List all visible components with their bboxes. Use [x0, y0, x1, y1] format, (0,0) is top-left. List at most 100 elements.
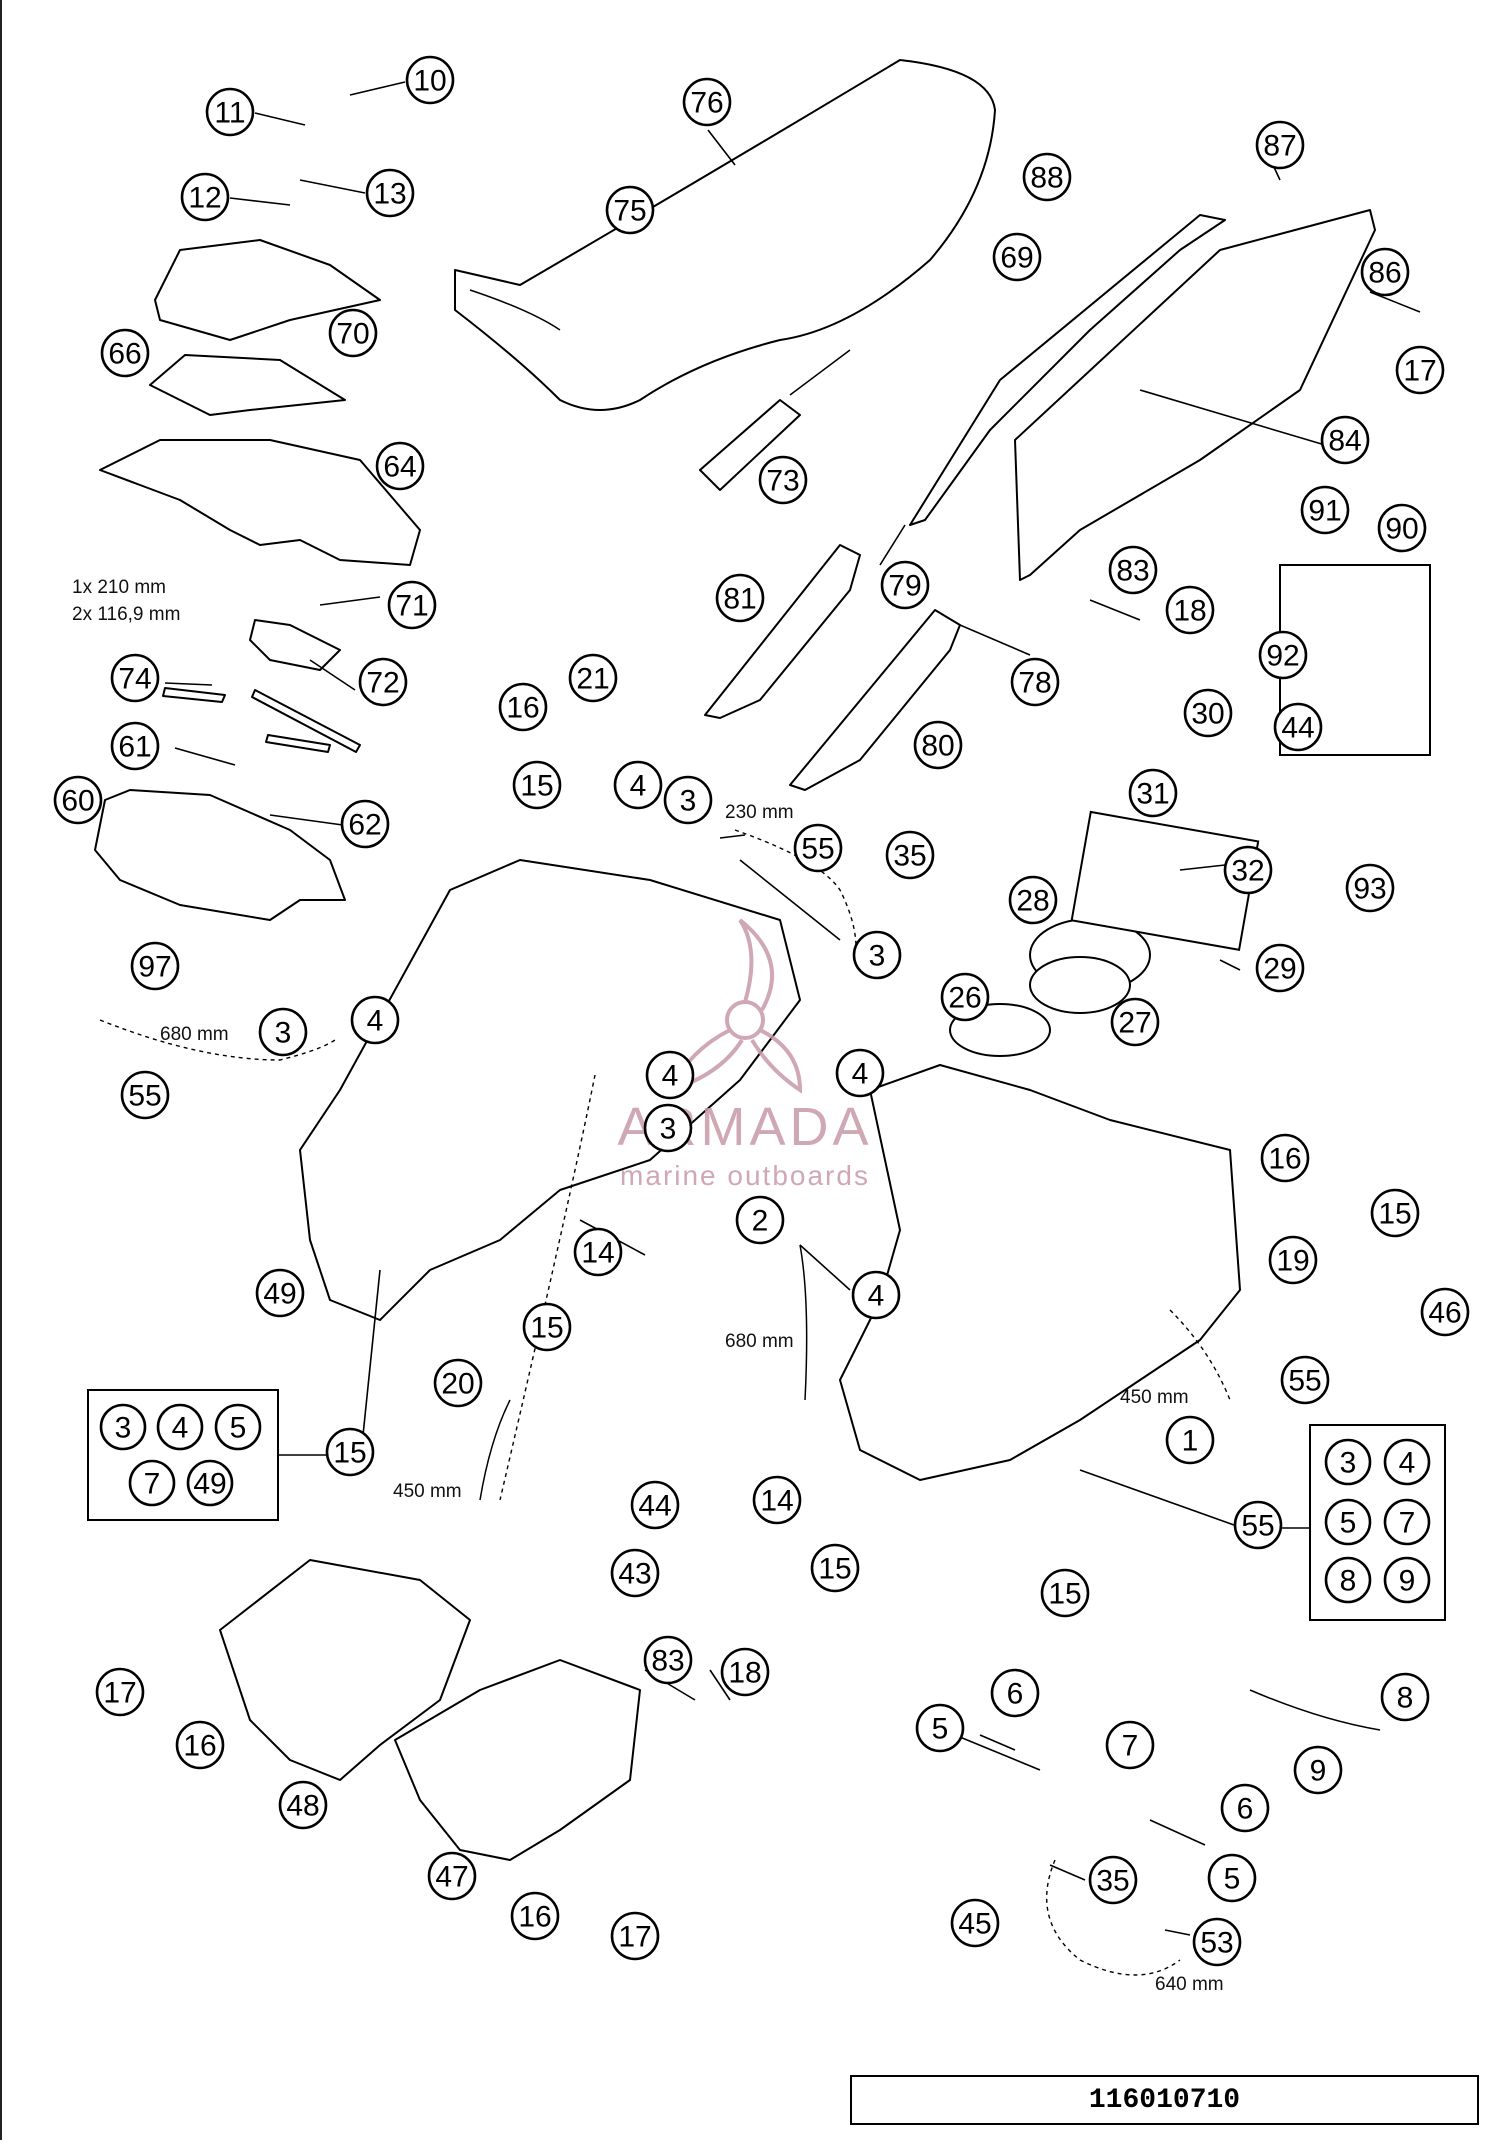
- callout-55: 55: [120, 1070, 170, 1120]
- callout-14: 14: [573, 1227, 623, 1277]
- callout-55: 55: [1233, 1500, 1283, 1550]
- callout-label: 14: [581, 1237, 614, 1270]
- callout-label: 83: [1116, 555, 1149, 588]
- callout-70: 70: [328, 308, 378, 358]
- callout-16: 16: [498, 682, 548, 732]
- callout-92: 92: [1258, 630, 1308, 680]
- callout-label: 61: [118, 731, 151, 764]
- callout-label: 18: [728, 1657, 761, 1690]
- gasket: [149, 354, 346, 416]
- callout-label: 86: [1368, 257, 1401, 290]
- seat-latch: [699, 399, 801, 491]
- callout-35: 35: [1088, 1855, 1138, 1905]
- callout-label: 49: [263, 1278, 296, 1311]
- callout-label: 72: [366, 667, 399, 700]
- callout-48: 48: [278, 1780, 328, 1830]
- callout-47: 47: [427, 1851, 477, 1901]
- svg-text:4: 4: [1399, 1447, 1416, 1480]
- kit-2-callout-7: 7: [128, 1459, 176, 1507]
- callout-label: 35: [1096, 1865, 1129, 1898]
- callout-label: 29: [1263, 953, 1296, 986]
- left-frame-border: [0, 0, 2, 2140]
- callout-label: 60: [61, 785, 94, 818]
- callout-44: 44: [1273, 702, 1323, 752]
- svg-text:7: 7: [144, 1468, 161, 1501]
- callout-label: 93: [1353, 873, 1386, 906]
- callout-3: 3: [643, 1103, 693, 1153]
- callout-15: 15: [1370, 1188, 1420, 1238]
- callout-label: 66: [108, 338, 141, 371]
- callout-label: 3: [275, 1017, 292, 1050]
- callout-label: 71: [395, 590, 428, 623]
- callout-label: 20: [441, 1368, 474, 1401]
- callout-label: 1: [1182, 1425, 1199, 1458]
- callout-label: 15: [520, 770, 553, 803]
- svg-text:9: 9: [1399, 1565, 1416, 1598]
- fuel-tank-left: [299, 859, 801, 1321]
- callout-13: 13: [365, 168, 415, 218]
- callout-79: 79: [880, 560, 930, 610]
- bracket: [249, 619, 341, 671]
- svg-text:3: 3: [1340, 1447, 1357, 1480]
- callout-label: 55: [1241, 1510, 1274, 1543]
- svg-text:49: 49: [193, 1468, 226, 1501]
- callout-83: 83: [1108, 545, 1158, 595]
- callout-label: 4: [630, 770, 647, 803]
- dimension-230: 230 mm: [725, 802, 794, 823]
- callout-label: 3: [680, 785, 697, 818]
- callout-73: 73: [758, 455, 808, 505]
- callout-71: 71: [387, 580, 437, 630]
- side-panel-right: [1014, 209, 1376, 581]
- callout-2: 2: [735, 1195, 785, 1245]
- callout-6: 6: [1220, 1783, 1270, 1833]
- callout-label: 31: [1136, 778, 1169, 811]
- dimension-450-right: 450 mm: [1120, 1387, 1189, 1408]
- callout-label: 45: [958, 1908, 991, 1941]
- dimension-680-left: 680 mm: [160, 1024, 229, 1045]
- callout-label: 47: [435, 1861, 468, 1894]
- svg-text:7: 7: [1399, 1507, 1416, 1540]
- callout-label: 88: [1030, 162, 1063, 195]
- callout-label: 9: [1310, 1755, 1327, 1788]
- callout-label: 15: [1048, 1578, 1081, 1611]
- callout-3: 3: [663, 775, 713, 825]
- callout-label: 2: [752, 1205, 769, 1238]
- callout-label: 91: [1308, 495, 1341, 528]
- drawing-number-text: 116010710: [1088, 2084, 1241, 2116]
- leader-lines: [164, 81, 1421, 1936]
- callout-label: 70: [336, 318, 369, 351]
- callout-label: 35: [893, 840, 926, 873]
- callout-8: 8: [1380, 1672, 1430, 1722]
- callout-7: 7: [1105, 1720, 1155, 1770]
- callout-16: 16: [1260, 1133, 1310, 1183]
- dimension-labels: 1x 210 mm 2x 116,9 mm 680 mm 230 mm 680 …: [72, 577, 1224, 1995]
- callout-label: 4: [852, 1058, 869, 1091]
- callout-label: 55: [801, 833, 834, 866]
- callout-label: 16: [518, 1901, 551, 1934]
- callout-label: 15: [530, 1312, 563, 1345]
- callout-4: 4: [350, 995, 400, 1045]
- callout-label: 17: [1403, 355, 1436, 388]
- callout-label: 55: [128, 1080, 161, 1113]
- callout-label: 80: [921, 730, 954, 763]
- kit-2-callout-5: 5: [214, 1403, 262, 1451]
- callout-74: 74: [110, 653, 160, 703]
- callout-label: 6: [1007, 1678, 1024, 1711]
- dimension-1x210: 1x 210 mm: [72, 577, 166, 598]
- callout-label: 55: [1288, 1365, 1321, 1398]
- callout-53: 53: [1192, 1917, 1242, 1967]
- callout-45: 45: [950, 1898, 1000, 1948]
- callout-label: 74: [118, 663, 151, 696]
- callout-62: 62: [340, 799, 390, 849]
- svg-text:3: 3: [115, 1412, 132, 1445]
- kit-1-callout-8: 8: [1324, 1556, 1372, 1604]
- callout-label: 8: [1397, 1682, 1414, 1715]
- callout-66: 66: [100, 328, 150, 378]
- side-panel-left: [909, 214, 1226, 526]
- callout-15: 15: [512, 760, 562, 810]
- callout-18: 18: [1165, 585, 1215, 635]
- watermark-tagline: marine outboards: [620, 1160, 870, 1191]
- kit-1-callout-9: 9: [1383, 1556, 1431, 1604]
- callout-19: 19: [1268, 1235, 1318, 1285]
